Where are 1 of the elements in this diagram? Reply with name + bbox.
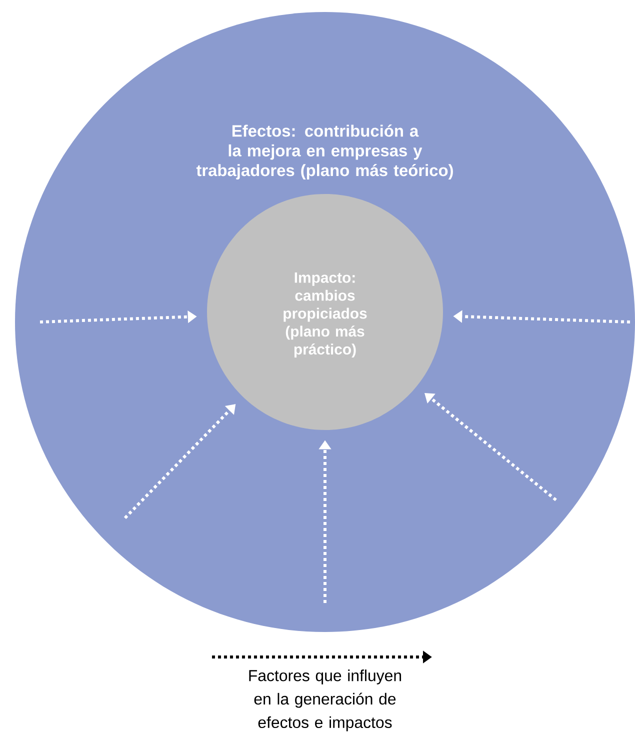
legend-text: Factores que influyen en la generación de efectos e impactos (249, 670, 402, 732)
